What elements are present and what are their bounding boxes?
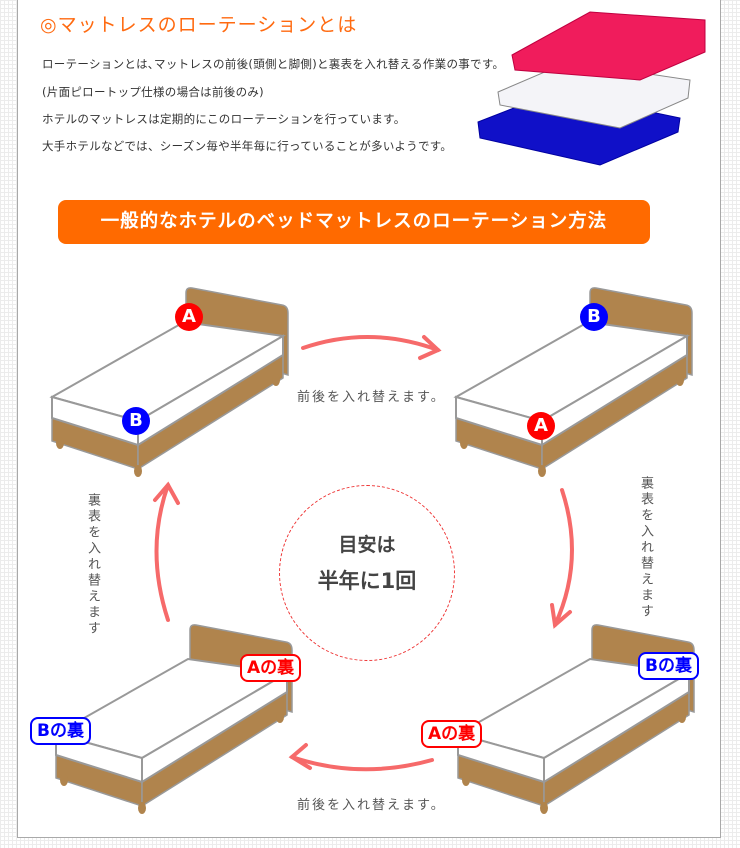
arrow-left (290, 755, 434, 772)
mattress-stack-image (477, 11, 706, 166)
frequency-value: 半年に1回 (317, 569, 417, 593)
section-title: ◎マットレスのローテーションとは (40, 14, 358, 36)
intro-line: 大手ホテルなどでは、シーズン毎や半年毎に行っていることが多いようです。 (42, 139, 453, 153)
side-b-marker: B (122, 407, 150, 435)
frequency-circle: 目安は 半年に1回 (279, 485, 455, 661)
intro-line: ローテーションとは､マットレスの前後(頭側と脚側)と裏表を入れ替える作業の事です… (42, 57, 505, 71)
arrow-down (553, 488, 574, 627)
frequency-label: 目安は (338, 534, 396, 556)
side-a-marker: A (175, 303, 203, 331)
flip-caption: 裏表を入れ替えます (638, 476, 653, 620)
bed-step1 (51, 286, 289, 478)
intro-line: ホテルのマットレスは定期的にこのローテーションを行っています。 (42, 112, 406, 126)
intro-line: (片面ピロートップ仕様の場合は前後のみ) (42, 85, 264, 99)
bed-step2 (455, 286, 693, 478)
side-a-back-tag: Aの裏 (421, 720, 483, 748)
side-b-back-tag: Bの裏 (30, 717, 91, 745)
arrow-up (154, 483, 170, 622)
swap-front-back-caption: 前後を入れ替えます。 (297, 390, 446, 405)
side-a-back-tag: Aの裏 (240, 654, 302, 682)
side-a-marker: A (527, 412, 555, 440)
rotation-arrows (153, 335, 574, 772)
side-b-marker: B (580, 303, 608, 331)
swap-front-back-caption: 前後を入れ替えます。 (297, 798, 446, 813)
flip-caption: 裏表を入れ替えます (85, 493, 100, 637)
side-b-back-tag: Bの裏 (638, 652, 699, 680)
arrow-right (301, 335, 440, 352)
rotation-method-banner: 一般的なホテルのベッドマットレスのローテーション方法 (58, 200, 650, 244)
